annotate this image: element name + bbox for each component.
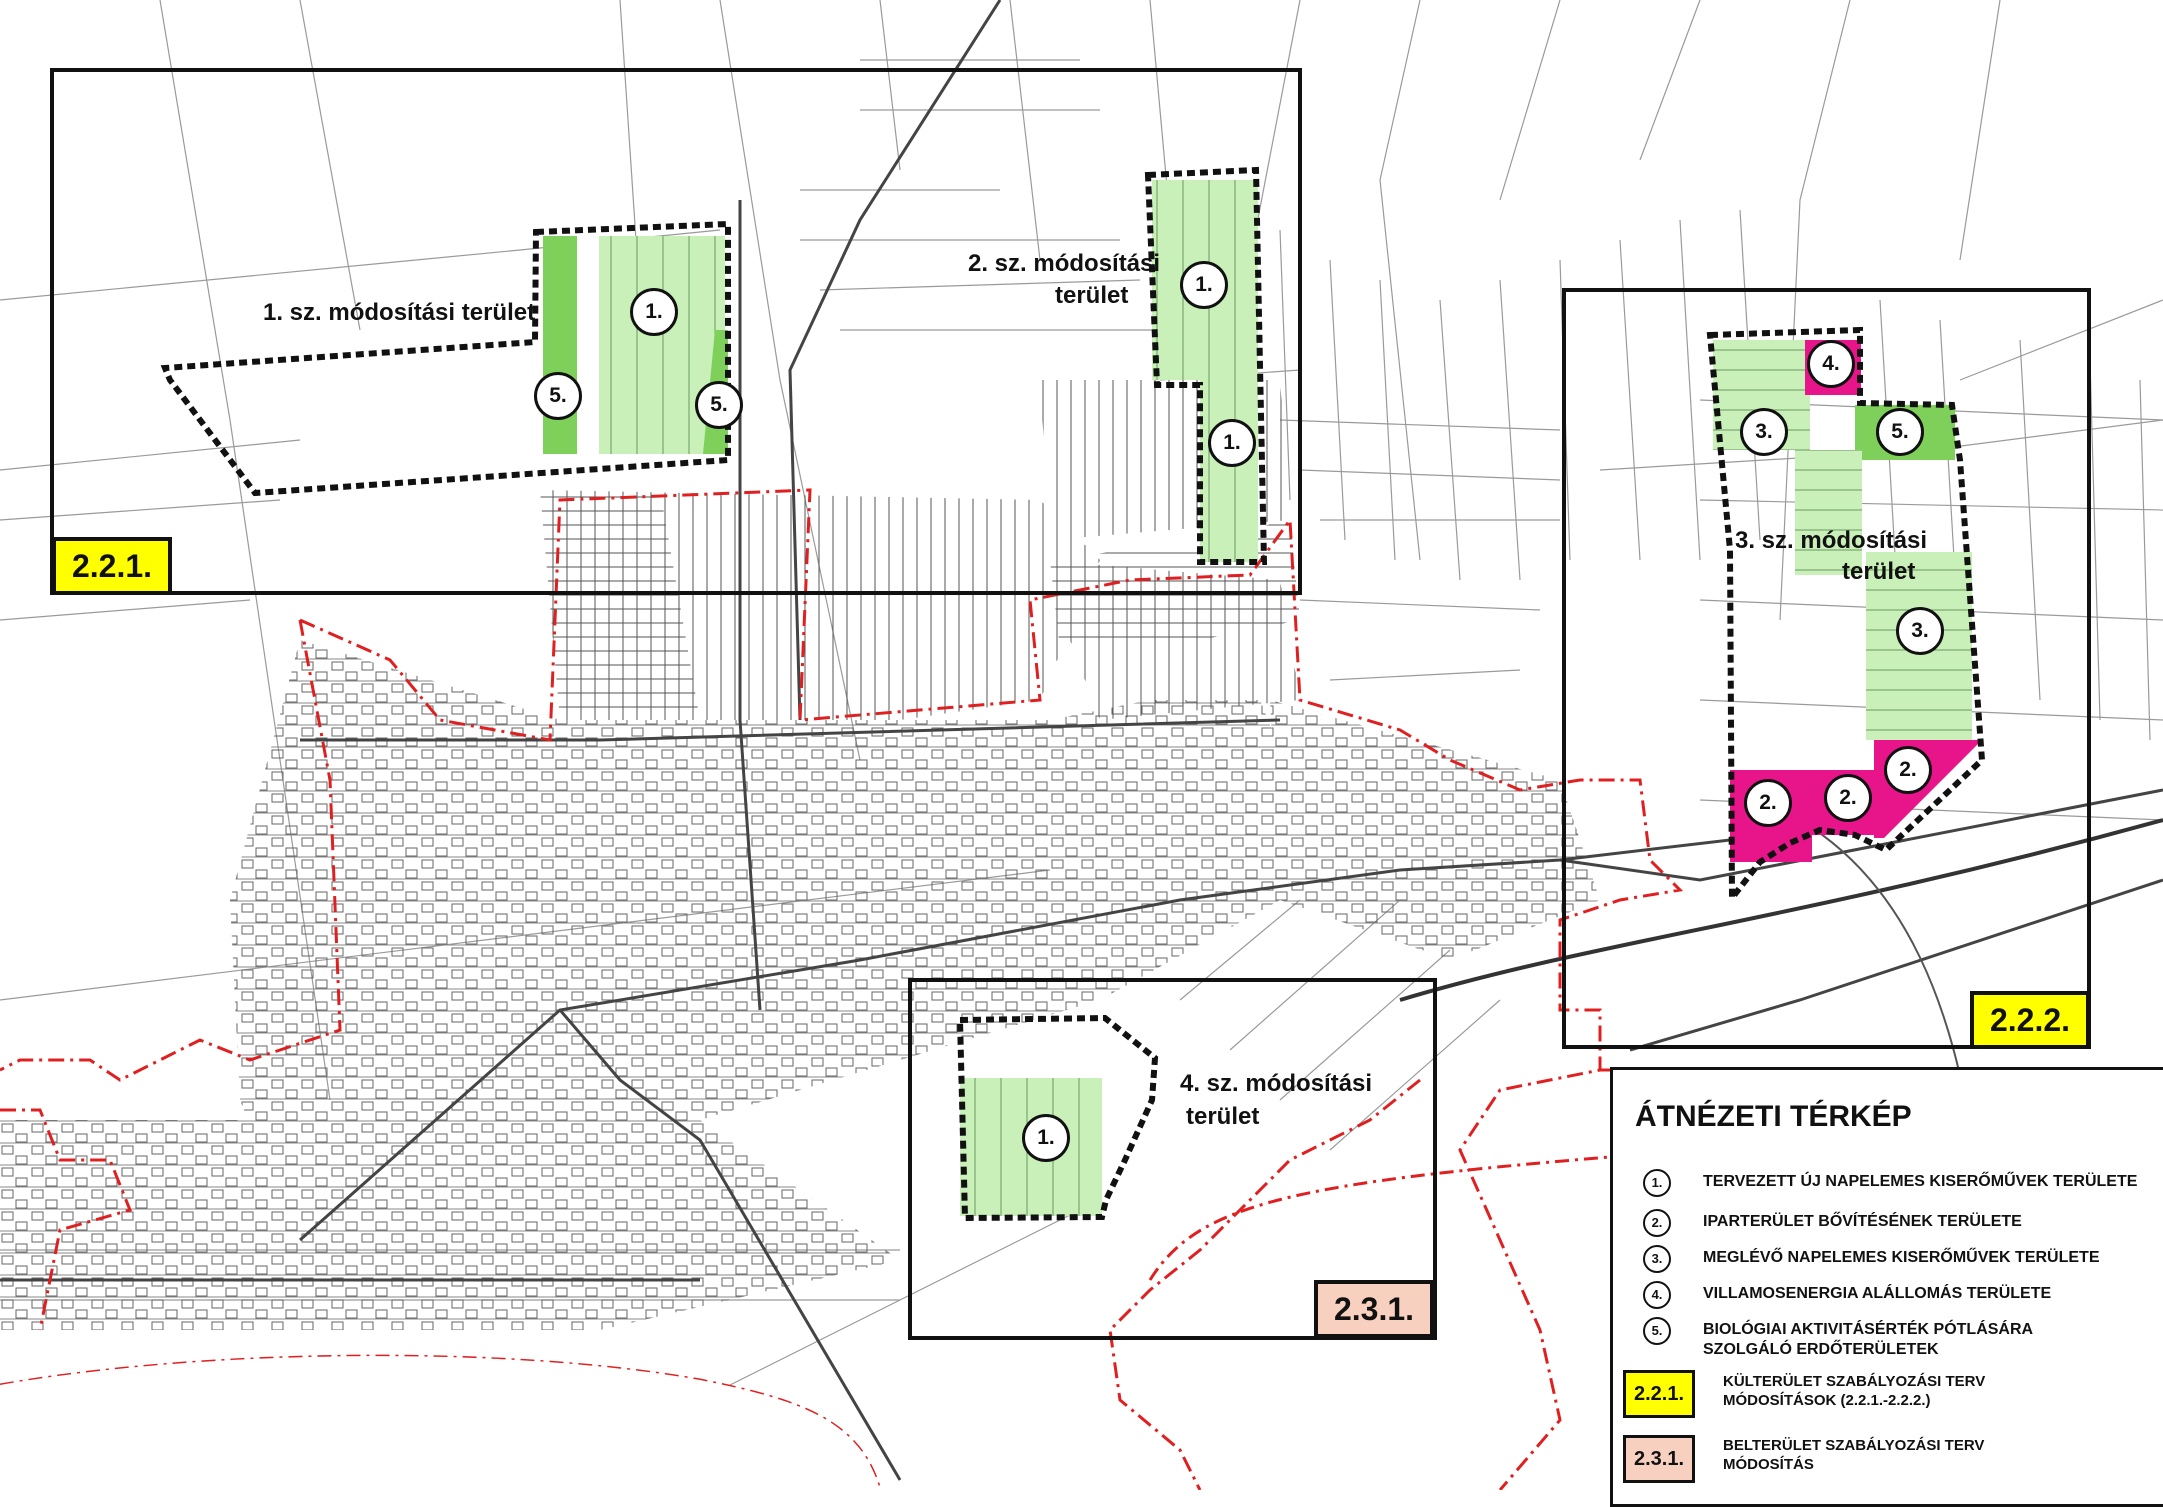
area1-boundary xyxy=(160,220,731,497)
area3-label-line2: terület xyxy=(1842,558,1916,585)
area4-label-line2: terület xyxy=(1186,1103,1260,1130)
inner-area-boundary-west xyxy=(0,1108,133,1331)
area3-label-line1: 3. sz. módosítási xyxy=(1735,527,1928,554)
zone-marker: 1. xyxy=(1022,1114,1070,1162)
frame-2-3-1 xyxy=(908,978,1437,1340)
zone-marker: 5. xyxy=(1876,408,1924,456)
area1-label: 1. sz. módosítási terület xyxy=(263,299,536,326)
area2-boundary xyxy=(1144,166,1268,565)
area3-boundary xyxy=(1706,326,1986,907)
area4-boundary xyxy=(956,1014,1159,1222)
legend-tag-2-3-1: 2.3.1. xyxy=(1623,1435,1695,1483)
zone-marker: 5. xyxy=(534,372,582,420)
legend-text: IPARTERÜLET BŐVÍTÉSÉNEK TERÜLETE xyxy=(1703,1213,2022,1230)
river xyxy=(0,1356,880,1490)
frame-2-2-1 xyxy=(50,68,1302,595)
railway xyxy=(1399,818,2163,1002)
sheet-frames xyxy=(50,68,2091,1340)
sheet-tag-2-2-1: 2.2.1. xyxy=(52,537,172,595)
zone-marker: 1. xyxy=(1208,419,1256,467)
legend-marker: 2. xyxy=(1643,1209,1671,1237)
legend-marker: 5. xyxy=(1643,1317,1671,1345)
field-lines xyxy=(0,0,2163,1401)
legend-text: TERVEZETT ÚJ NAPELEMES KISERŐMŰVEK TERÜL… xyxy=(1703,1173,2138,1190)
legend-tag-text: BELTERÜLET SZABÁLYOZÁSI TERV MÓDOSÍTÁS xyxy=(1723,1437,1985,1473)
legend-title: ÁTNÉZETI TÉRKÉP xyxy=(1635,1100,1912,1133)
zone-marker: 3. xyxy=(1740,408,1788,456)
lower-curve xyxy=(1148,1098,2163,1281)
legend-marker: 4. xyxy=(1643,1281,1671,1309)
zone-marker: 4. xyxy=(1807,340,1855,388)
zone-marker: 2. xyxy=(1824,774,1872,822)
legend-marker: 1. xyxy=(1643,1169,1671,1197)
area4-label-line1: 4. sz. módosítási xyxy=(1180,1070,1373,1097)
legend-tag-text: KÜLTERÜLET SZABÁLYOZÁSI TERV MÓDOSÍTÁSOK… xyxy=(1723,1373,1986,1409)
sheet-tag-2-3-1: 2.3.1. xyxy=(1314,1280,1434,1338)
zone-marker: 5. xyxy=(695,381,743,429)
area2-label-line2: terület xyxy=(1055,282,1129,309)
zone-marker: 3. xyxy=(1896,607,1944,655)
legend-text: MEGLÉVŐ NAPELEMES KISERŐMŰVEK TERÜLETE xyxy=(1703,1249,2100,1266)
zone-marker: 1. xyxy=(1180,261,1228,309)
frame-2-2-2 xyxy=(1562,288,2091,1049)
legend-text: VILLAMOSENERGIA ALÁLLOMÁS TERÜLETE xyxy=(1703,1285,2052,1302)
settlement xyxy=(0,380,1600,1330)
legend-tag-2-2-1: 2.2.1. xyxy=(1623,1370,1695,1418)
zone-marker: 2. xyxy=(1884,746,1932,794)
legend-panel: ÁTNÉZETI TÉRKÉP 1. TERVEZETT ÚJ NAPELEME… xyxy=(1610,1067,2163,1507)
zone-marker: 1. xyxy=(630,288,678,336)
legend-text: BIOLÓGIAI AKTIVITÁSÉRTÉK PÓTLÁSÁRA SZOLG… xyxy=(1703,1321,2033,1358)
area2-label-line1: 2. sz. módosítási xyxy=(968,250,1161,277)
sheet-tag-2-2-2: 2.2.2. xyxy=(1970,991,2090,1049)
zone-marker: 2. xyxy=(1744,779,1792,827)
area1-zones xyxy=(543,236,728,454)
legend-marker: 3. xyxy=(1643,1245,1671,1273)
